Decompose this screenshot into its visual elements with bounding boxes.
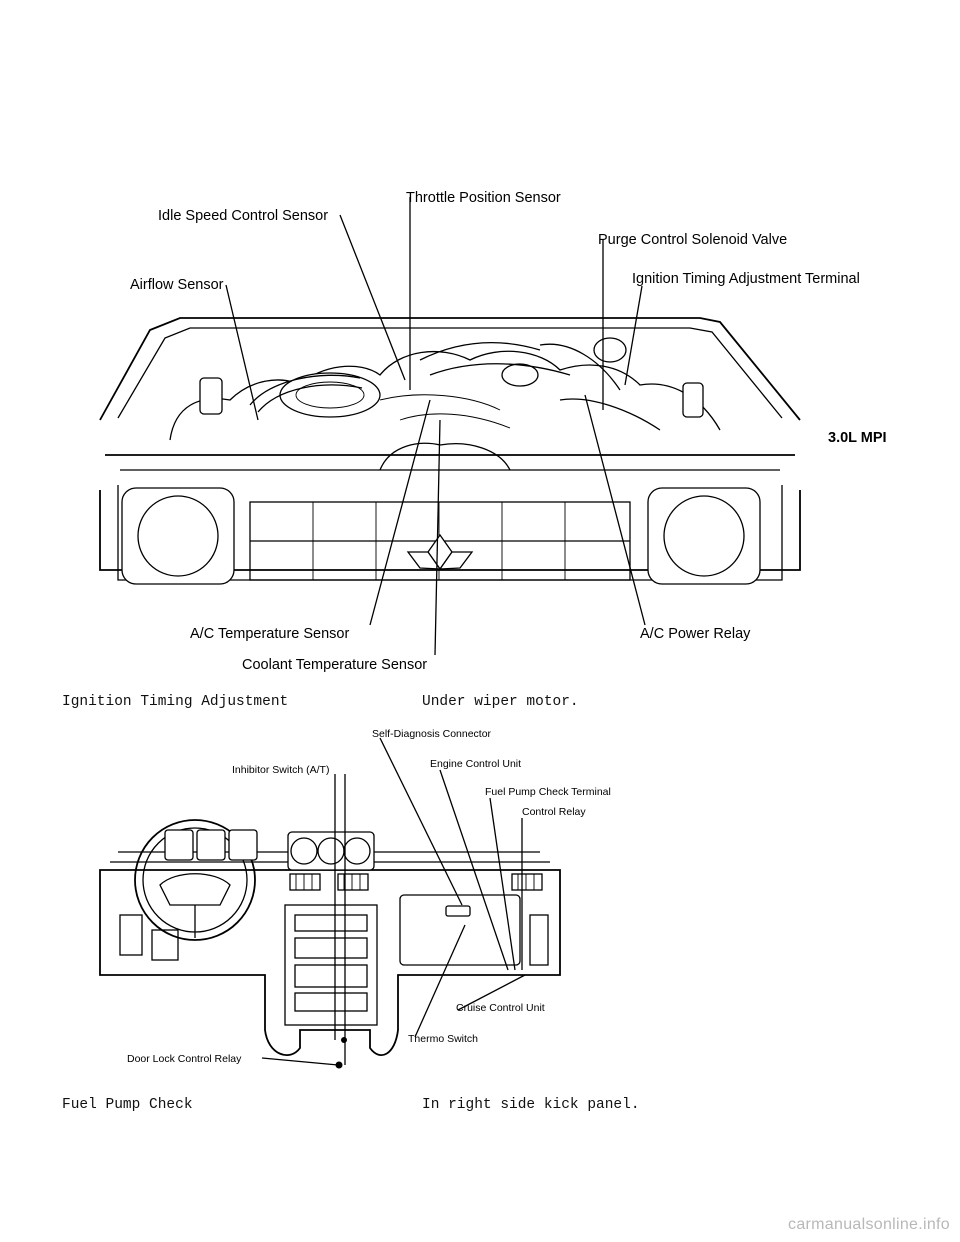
engine-bay-diagram: Throttle Position Sensor Idle Speed Cont… [99,190,887,673]
label-throttle-position-sensor: Throttle Position Sensor [406,190,561,206]
label-coolant-temperature-sensor: Coolant Temperature Sensor [242,657,427,673]
label-cruise-control-unit: Cruise Control Unit [456,1002,545,1014]
label-airflow-sensor: Airflow Sensor [130,277,224,293]
label-engine-badge: 3.0L MPI [828,430,887,446]
label-ignition-timing-adjustment-terminal: Ignition Timing Adjustment Terminal [632,271,860,287]
label-idle-speed-control-sensor: Idle Speed Control Sensor [158,208,328,224]
label-engine-control-unit: Engine Control Unit [430,758,521,770]
caption-2-location: In right side kick panel. [422,1097,640,1113]
label-fuel-pump-check-terminal: Fuel Pump Check Terminal [485,786,611,798]
label-self-diagnosis-connector: Self-Diagnosis Connector [372,728,492,740]
caption-1-component: Ignition Timing Adjustment [62,694,289,710]
dashboard-diagram: Self-Diagnosis Connector Engine Control … [99,728,611,1069]
label-ac-power-relay: A/C Power Relay [640,626,751,642]
caption-1-location: Under wiper motor. [422,694,579,710]
watermark: carmanualsonline.info [788,1216,950,1233]
caption-2-component: Fuel Pump Check [62,1097,193,1113]
label-purge-control-solenoid-valve: Purge Control Solenoid Valve [598,232,787,248]
label-control-relay: Control Relay [522,806,586,818]
label-thermo-switch: Thermo Switch [408,1033,478,1045]
label-inhibitor-switch: Inhibitor Switch (A/T) [232,764,329,776]
label-ac-temperature-sensor: A/C Temperature Sensor [190,626,349,642]
label-door-lock-control-relay: Door Lock Control Relay [127,1053,242,1065]
